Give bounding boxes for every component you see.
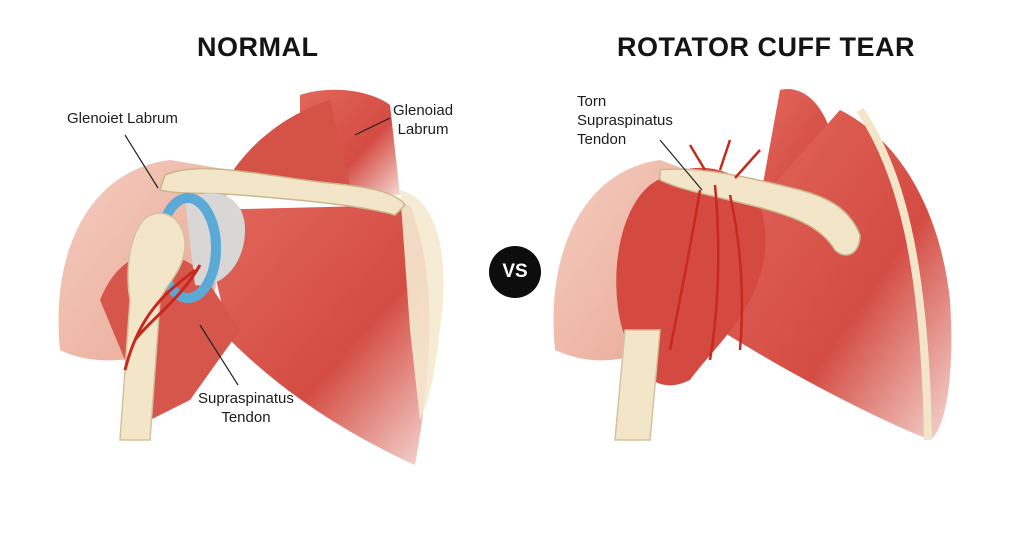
label-line: Supraspinatus (198, 390, 294, 407)
scapula-bone (400, 190, 444, 420)
label-line: Tendon (577, 131, 627, 148)
clavicle-bone (159, 167, 406, 216)
label-line: Torn (577, 93, 607, 110)
spine-edge (856, 107, 932, 441)
label-supraspinatus-tendon: Supraspinatus Tendon (198, 389, 294, 427)
label-line: Glenoiad (393, 102, 454, 119)
normal-title: NORMAL (197, 32, 319, 62)
label-glenoid-labrum-right: Glenoiad Labrum (393, 101, 453, 139)
humerus-bone (614, 329, 661, 441)
label-line: Tendon (221, 409, 271, 426)
label-torn-supraspinatus-tendon: Torn Supraspinatus Tendon (577, 92, 673, 149)
label-line: Labrum (397, 121, 449, 138)
humerus-bone (119, 212, 186, 441)
pointer-line (659, 139, 703, 191)
blood-vessel (123, 264, 202, 371)
torn-tendon-vessels (668, 139, 761, 361)
label-line: Supraspinatus (577, 112, 673, 129)
vs-badge: VS (489, 246, 541, 298)
pointer-line (354, 117, 391, 136)
pointer-line (124, 134, 159, 189)
trapezius-muscle (230, 100, 350, 185)
tear-title: ROTATOR CUFF TEAR (617, 32, 915, 62)
normal-shoulder (58, 89, 444, 465)
label-glenoid-labrum-left: Glenoiet Labrum (67, 110, 178, 127)
torn-shoulder (553, 89, 952, 441)
pointer-line (199, 324, 239, 386)
chest-muscle (200, 205, 430, 465)
